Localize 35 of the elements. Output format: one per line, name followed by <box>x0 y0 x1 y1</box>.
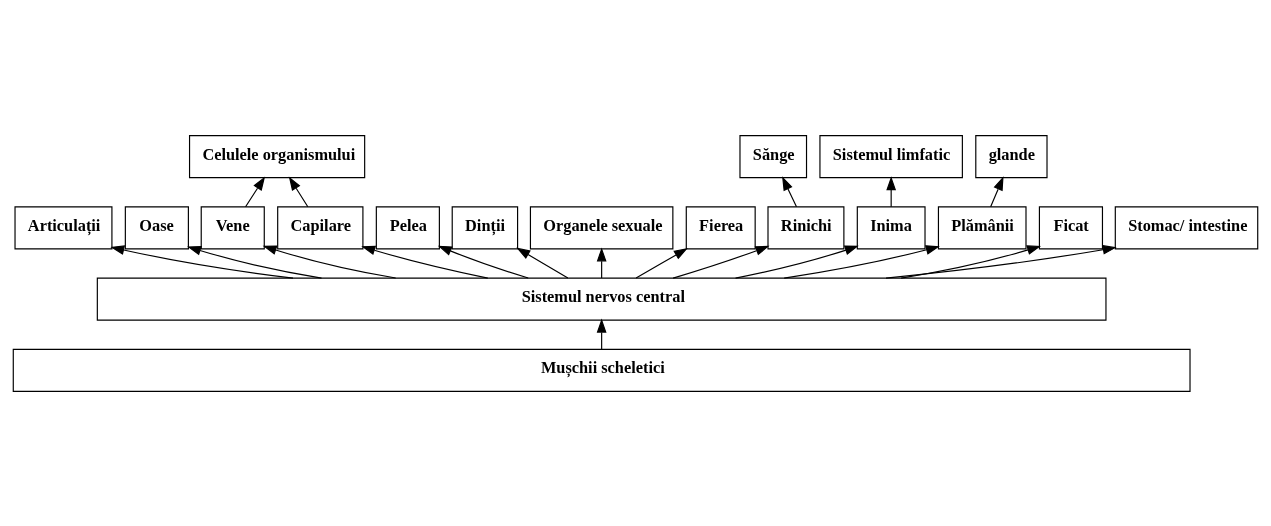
arrow <box>110 244 294 279</box>
node-box: Pelea <box>375 205 440 249</box>
node-box: Vene <box>200 205 265 249</box>
node-box: Ficat <box>1038 205 1104 249</box>
arrow <box>782 175 798 207</box>
node-box: Sistemul nervos central <box>96 277 1107 321</box>
node-box: glande <box>975 134 1048 178</box>
arrow <box>361 245 489 279</box>
arrow <box>783 244 940 279</box>
node-box: Rinichi <box>767 205 845 249</box>
node-box: Inima <box>856 205 926 249</box>
arrow <box>516 247 569 279</box>
arrow <box>437 245 529 279</box>
arrow <box>672 245 770 279</box>
node-box: Capilare <box>277 205 364 249</box>
arrow <box>990 175 1004 207</box>
node-box: Celulele organismului <box>188 134 366 178</box>
arrow <box>262 244 397 279</box>
arrow <box>635 247 688 279</box>
node-box: Articulații <box>14 205 113 249</box>
arrow <box>735 245 859 279</box>
node-box: Organele sexuale <box>529 205 674 249</box>
node-box: Mușchii scheletici <box>12 348 1191 392</box>
node-box: Oase <box>124 205 189 249</box>
arrow <box>187 245 323 279</box>
node-box: Fierea <box>685 205 756 249</box>
node-box: Dinții <box>451 205 519 249</box>
node-box: Sistemul limfatic <box>819 134 963 178</box>
node-box: Plămânii <box>937 205 1027 249</box>
arrow <box>900 244 1042 279</box>
arrow <box>885 244 1117 279</box>
node-box: Sănge <box>739 134 808 178</box>
arrow <box>288 175 309 207</box>
arrow <box>245 175 266 207</box>
node-box: Stomac/ intestine <box>1114 205 1259 249</box>
